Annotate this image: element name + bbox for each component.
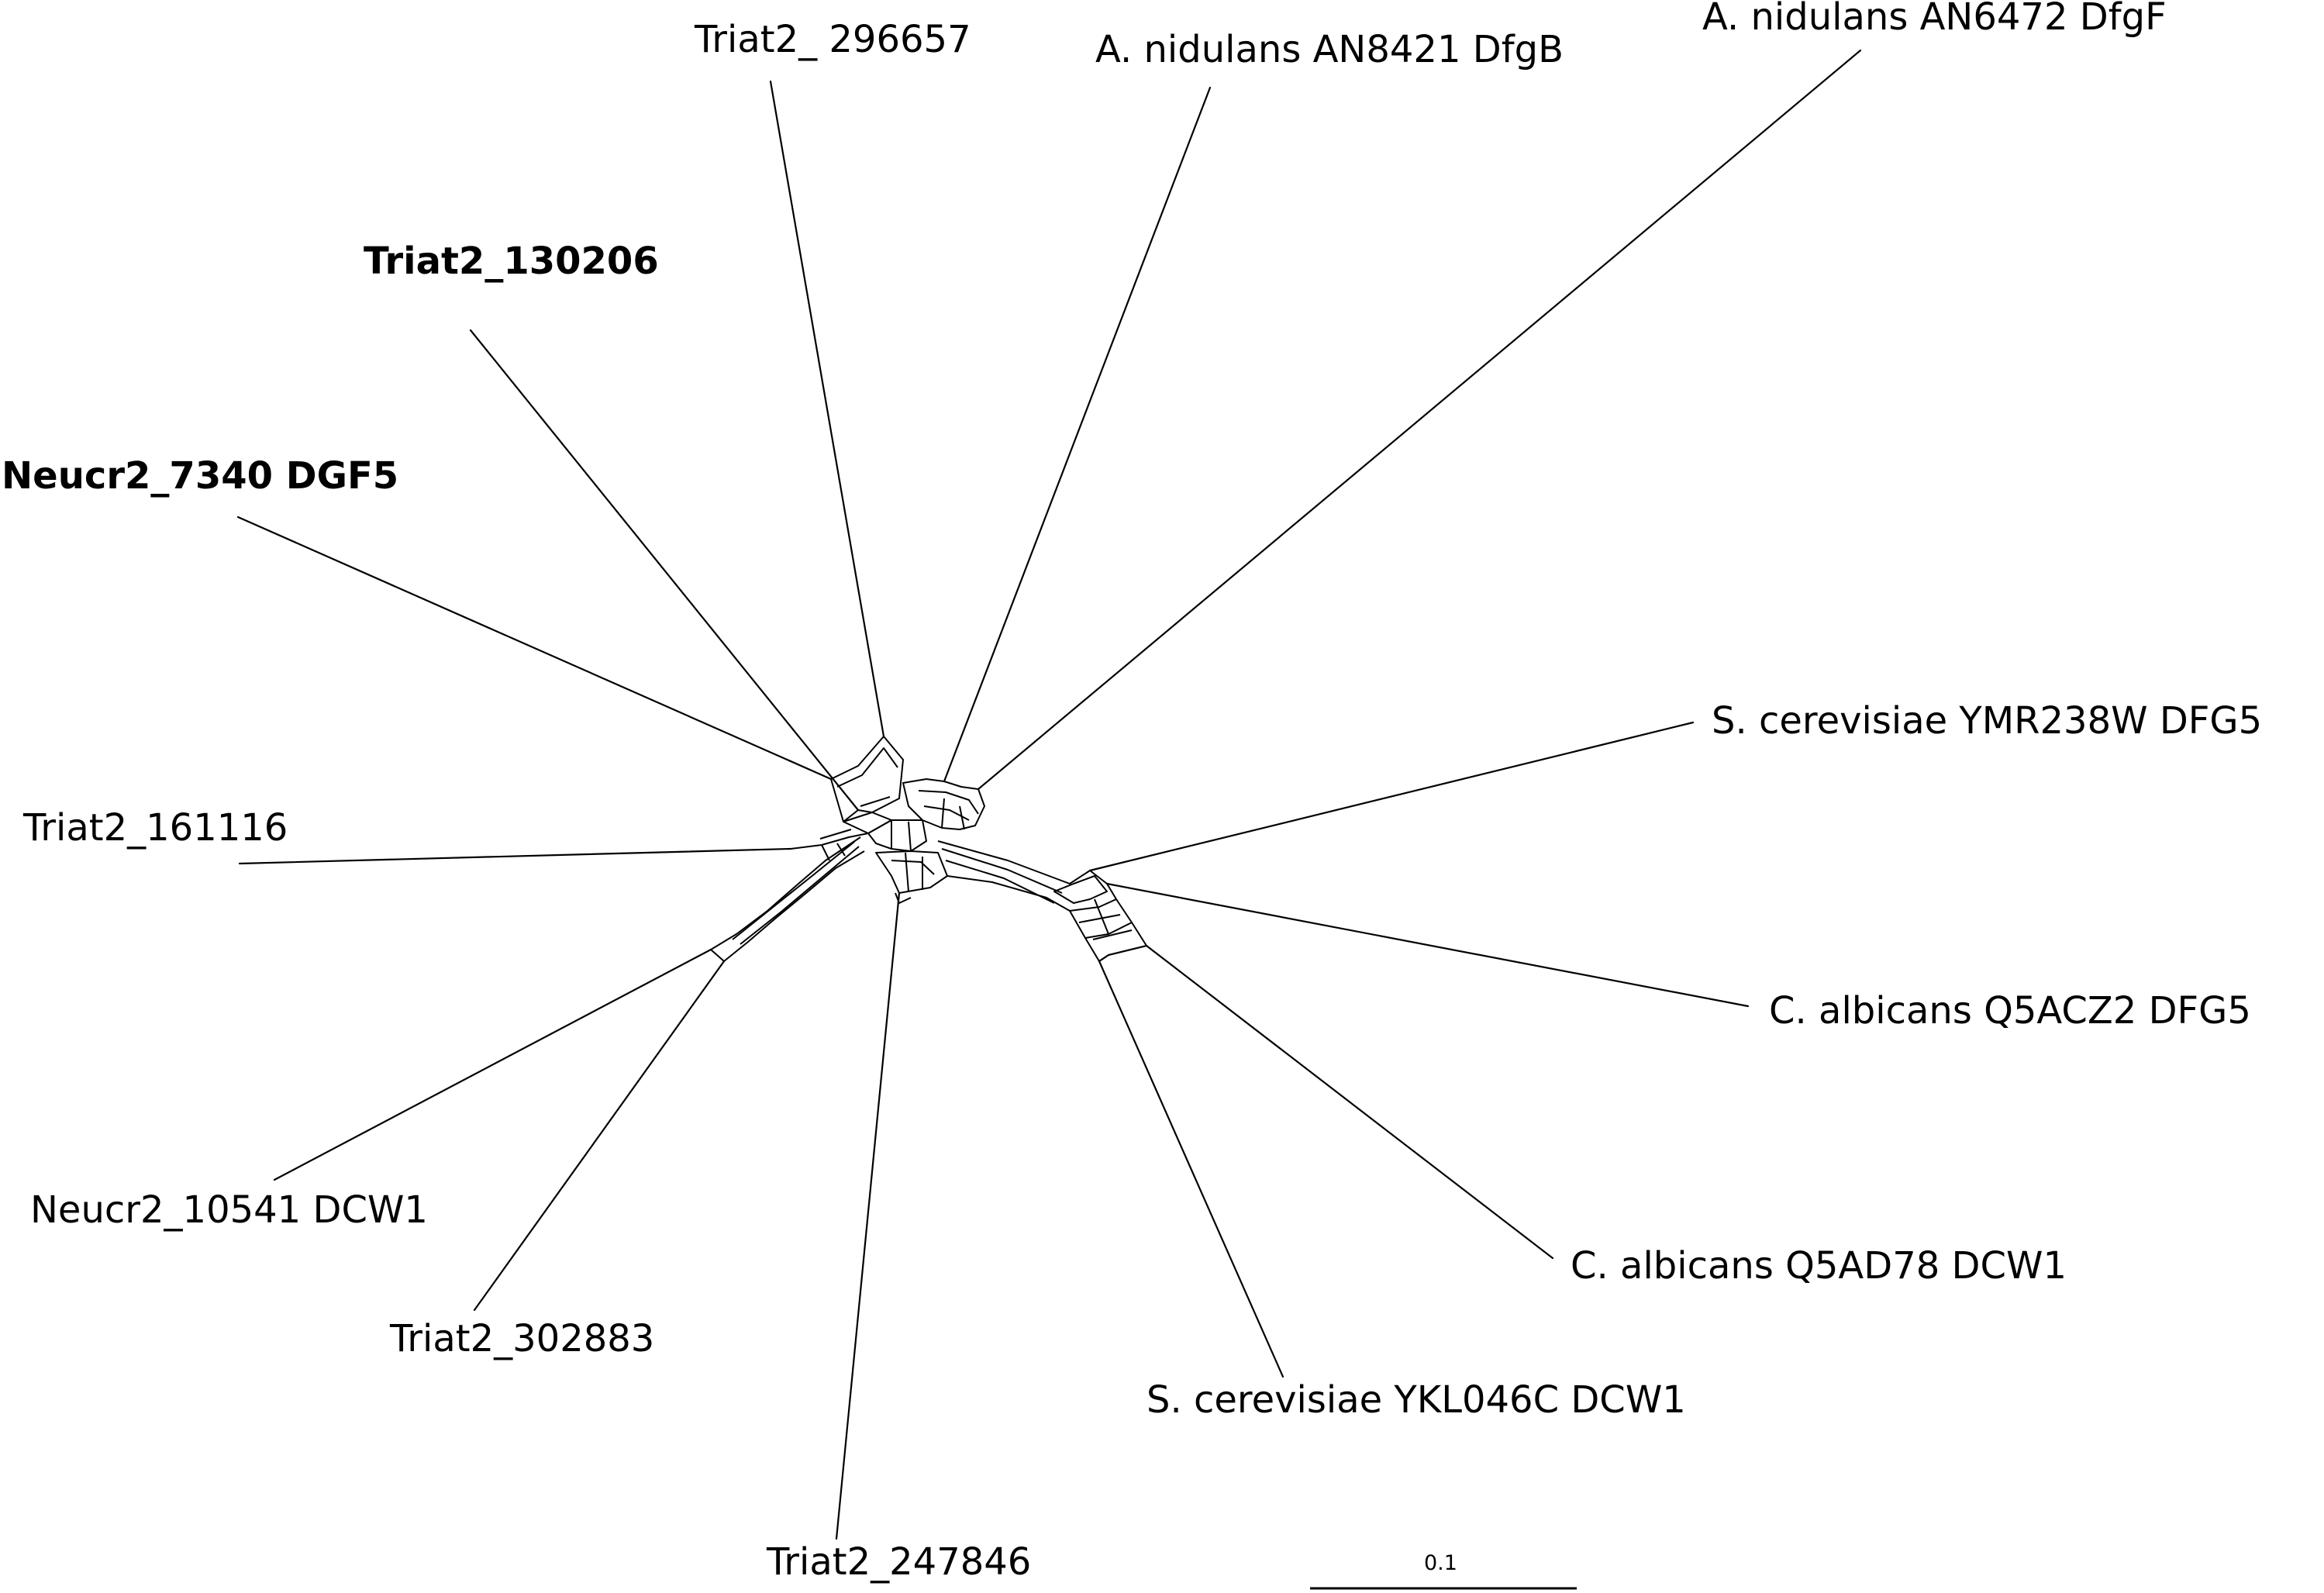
branch-triat2-247846 (835, 891, 901, 1540)
label-neucr2-7340: Neucr2_7340 DGF5 (2, 454, 398, 498)
branch-triat2-130206 (469, 329, 860, 812)
label-sc-ymr238w: S. cerevisiae YMR238W DFG5 (1712, 699, 2262, 743)
scale-bar-label: 0.1 (1424, 1551, 1457, 1575)
label-neucr2-10541: Neucr2_10541 DCW1 (30, 1188, 428, 1232)
label-ca-q5acz2: C. albicans Q5ACZ2 DFG5 (1769, 989, 2251, 1033)
branch-an8421 (943, 86, 1212, 783)
label-triat2-130206: Triat2_130206 (364, 240, 659, 283)
branch-sc-ymr238w (1088, 721, 1695, 872)
branch-neucr2-7340 (236, 515, 833, 781)
branch-neucr2-10541 (273, 948, 712, 1181)
scale-bar: 0.1 (1310, 1551, 1577, 1590)
branch-triat2-302883 (473, 960, 726, 1312)
network-core (710, 736, 1147, 962)
label-triat2-161116: Triat2_161116 (22, 806, 288, 850)
label-triat2-302883: Triat2_302883 (389, 1317, 654, 1360)
branch-an6472 (977, 49, 1862, 791)
taxon-labels: Triat2_ 296657 A. nidulans AN8421 DfgB A… (2, 0, 2262, 1584)
branch-ca-q5acz2 (1105, 882, 1750, 1008)
label-ca-q5ad78: C. albicans Q5AD78 DCW1 (1571, 1244, 2067, 1288)
branch-ca-q5ad78 (1145, 944, 1554, 1260)
label-sc-ykl046c: S. cerevisiae YKL046C DCW1 (1146, 1378, 1686, 1422)
leaf-branches (236, 49, 1862, 1540)
branch-triat2-296657 (769, 80, 885, 738)
branch-triat2-161116 (238, 847, 792, 865)
label-an6472: A. nidulans AN6472 DfgF (1702, 0, 2167, 39)
label-triat2-296657: Triat2_ 296657 (694, 18, 971, 61)
label-an8421: A. nidulans AN8421 DfgB (1095, 28, 1564, 71)
branch-sc-ykl046c (1098, 960, 1284, 1378)
label-triat2-247846: Triat2_247846 (766, 1540, 1031, 1584)
